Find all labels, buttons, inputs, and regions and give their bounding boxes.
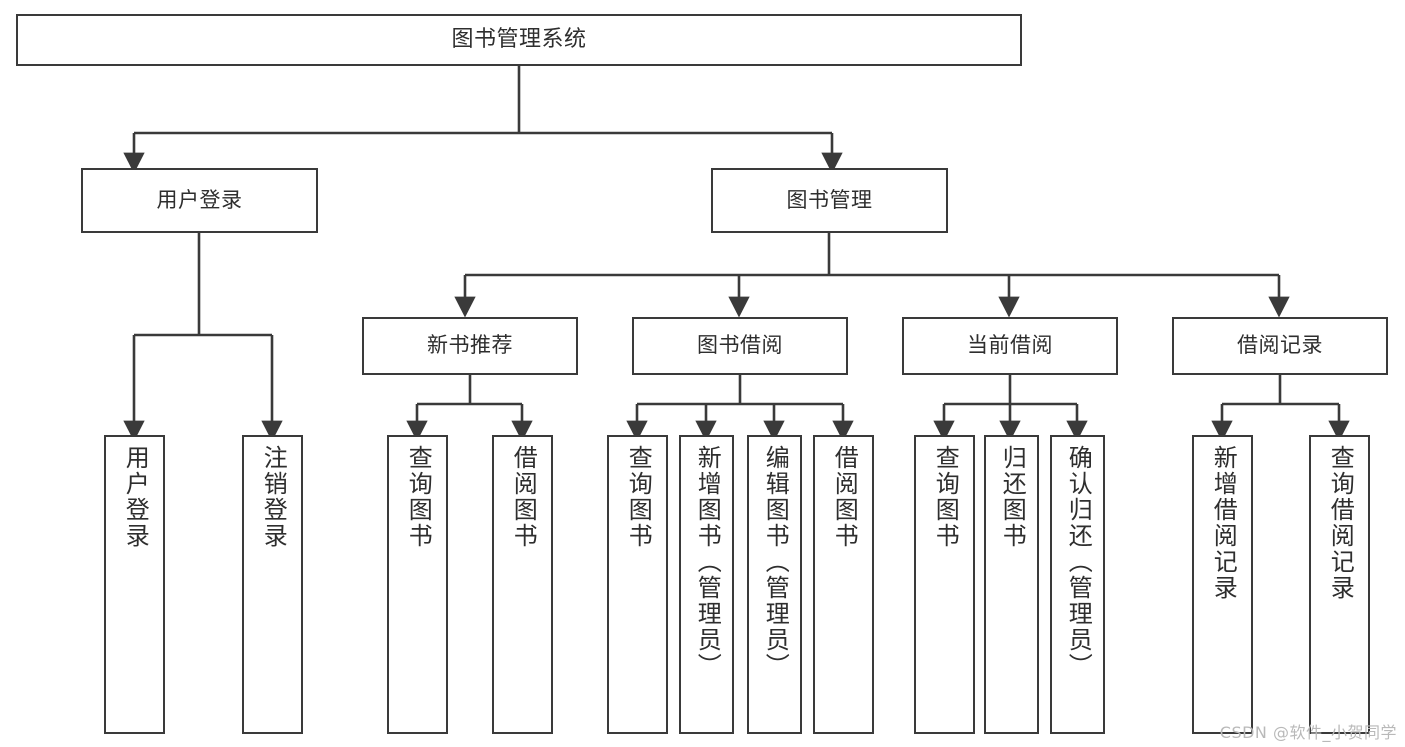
node-label: 查询图书 bbox=[624, 445, 653, 549]
node-label: 查询借阅记录 bbox=[1326, 445, 1355, 601]
leaf-book-borrow-query[interactable]: 查询图书 bbox=[607, 435, 668, 734]
node-root-library-system[interactable]: 图书管理系统 bbox=[16, 14, 1022, 66]
node-label: 注销登录 bbox=[259, 445, 288, 549]
node-label: 新增借阅记录 bbox=[1209, 445, 1238, 601]
csdn-watermark: CSDN @软件_小贺同学 bbox=[1219, 723, 1397, 742]
node-label: 查询图书 bbox=[931, 445, 960, 549]
node-label: 确认归还（管理员） bbox=[1064, 445, 1093, 679]
leaf-current-borrow-return[interactable]: 归还图书 bbox=[984, 435, 1039, 734]
node-label: 用户登录 bbox=[156, 187, 243, 212]
node-label: 借阅图书 bbox=[830, 445, 859, 549]
leaf-new-book-borrow[interactable]: 借阅图书 bbox=[492, 435, 553, 734]
node-label: 用户登录 bbox=[121, 445, 150, 549]
node-label: 查询图书 bbox=[404, 445, 433, 549]
leaf-book-borrow-add[interactable]: 新增图书（管理员） bbox=[679, 435, 734, 734]
node-book-borrow[interactable]: 图书借阅 bbox=[632, 317, 848, 375]
node-label: 图书管理 bbox=[786, 187, 873, 212]
leaf-user-login-signout[interactable]: 注销登录 bbox=[242, 435, 303, 734]
node-label: 借阅记录 bbox=[1237, 333, 1323, 358]
node-label: 新增图书（管理员） bbox=[693, 445, 722, 679]
node-current-borrow[interactable]: 当前借阅 bbox=[902, 317, 1118, 375]
leaf-book-borrow-borrow[interactable]: 借阅图书 bbox=[813, 435, 874, 734]
leaf-new-book-query[interactable]: 查询图书 bbox=[387, 435, 448, 734]
leaf-borrow-record-query[interactable]: 查询借阅记录 bbox=[1309, 435, 1370, 734]
node-borrow-record[interactable]: 借阅记录 bbox=[1172, 317, 1388, 375]
node-user-login[interactable]: 用户登录 bbox=[81, 168, 318, 233]
leaf-current-borrow-confirm-return[interactable]: 确认归还（管理员） bbox=[1050, 435, 1105, 734]
node-label: 编辑图书（管理员） bbox=[761, 445, 790, 679]
leaf-current-borrow-query[interactable]: 查询图书 bbox=[914, 435, 975, 734]
leaf-book-borrow-edit[interactable]: 编辑图书（管理员） bbox=[747, 435, 802, 734]
leaf-borrow-record-add[interactable]: 新增借阅记录 bbox=[1192, 435, 1253, 734]
node-label: 图书管理系统 bbox=[451, 26, 587, 52]
node-label: 归还图书 bbox=[998, 445, 1027, 549]
node-label: 新书推荐 bbox=[427, 333, 513, 358]
leaf-user-login-signin[interactable]: 用户登录 bbox=[104, 435, 165, 734]
node-label: 图书借阅 bbox=[697, 333, 783, 358]
node-new-book-recommend[interactable]: 新书推荐 bbox=[362, 317, 578, 375]
node-label: 借阅图书 bbox=[509, 445, 538, 549]
node-book-management[interactable]: 图书管理 bbox=[711, 168, 948, 233]
node-label: 当前借阅 bbox=[967, 333, 1053, 358]
